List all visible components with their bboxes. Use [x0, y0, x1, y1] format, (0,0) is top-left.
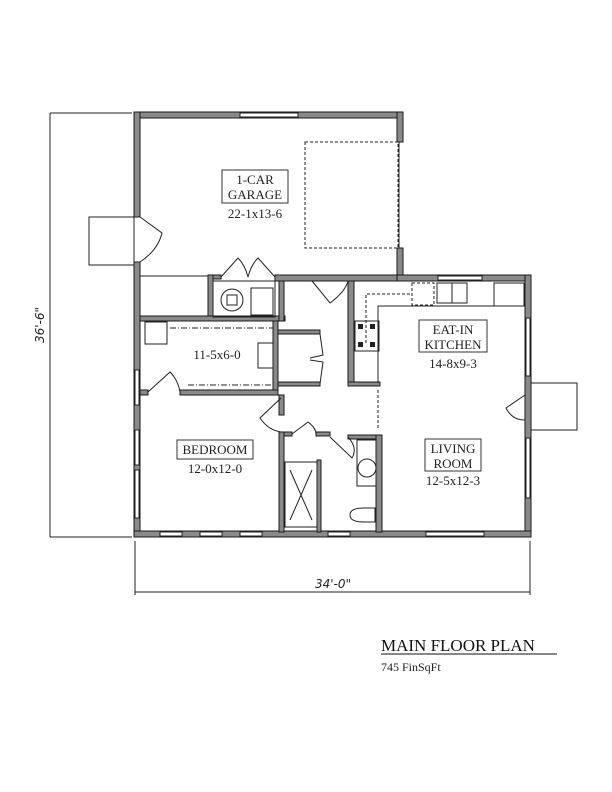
svg-text:ROOM: ROOM — [433, 456, 472, 471]
kitchen-label: EAT-IN KITCHEN 14-8x9-3 — [418, 319, 488, 371]
svg-text:22-1x13-6: 22-1x13-6 — [228, 206, 283, 221]
vanity — [356, 439, 377, 487]
svg-text:LIVING: LIVING — [431, 441, 476, 456]
water-heater-inner — [226, 294, 238, 306]
svg-text:GARAGE: GARAGE — [228, 187, 282, 202]
depth-dimension-label: 36'-6" — [33, 307, 47, 343]
toilet — [349, 507, 376, 523]
bath-sink — [357, 458, 377, 478]
shower-drain — [289, 469, 313, 521]
windows — [134, 112, 531, 537]
svg-text:12-5x12-3: 12-5x12-3 — [426, 473, 480, 488]
shower — [284, 461, 318, 528]
svg-text:1-CAR: 1-CAR — [236, 172, 274, 187]
plan-title: MAIN FLOOR PLAN — [381, 636, 535, 655]
living-label: LIVING ROOM 12-5x12-3 — [424, 438, 482, 488]
garage-door-opening — [304, 141, 399, 249]
dimension-depth: 36'-6" — [33, 112, 132, 538]
furnace — [250, 287, 274, 316]
bedroom-label: BEDROOM 12-0x12-0 — [176, 439, 254, 476]
laundry-size: 11-5x6-0 — [193, 347, 240, 362]
interior-walls — [139, 274, 398, 533]
front-stoop — [530, 382, 578, 431]
laundry-appliance — [144, 321, 168, 345]
water-heater — [220, 288, 244, 312]
svg-text:14-8x9-3: 14-8x9-3 — [429, 356, 477, 371]
garage-label: 1-CAR GARAGE 22-1x13-6 — [221, 169, 289, 221]
width-dimension-label: 34'-0" — [315, 577, 351, 591]
kitchen-counters — [354, 282, 525, 383]
garage-side-door — [139, 216, 163, 263]
doors — [147, 257, 526, 459]
svg-text:EAT-IN: EAT-IN — [433, 322, 474, 337]
dimension-width: 34'-0" — [134, 541, 531, 595]
side-stoop — [88, 216, 135, 266]
range — [354, 320, 380, 352]
svg-text:BEDROOM: BEDROOM — [182, 442, 247, 457]
svg-text:12-0x12-0: 12-0x12-0 — [188, 461, 242, 476]
plan-area: 745 FinSqFt — [381, 660, 441, 674]
svg-text:KITCHEN: KITCHEN — [424, 337, 482, 352]
refrigerator — [493, 282, 525, 307]
mechanical-closet — [212, 280, 276, 318]
laundry-sink — [257, 342, 274, 369]
